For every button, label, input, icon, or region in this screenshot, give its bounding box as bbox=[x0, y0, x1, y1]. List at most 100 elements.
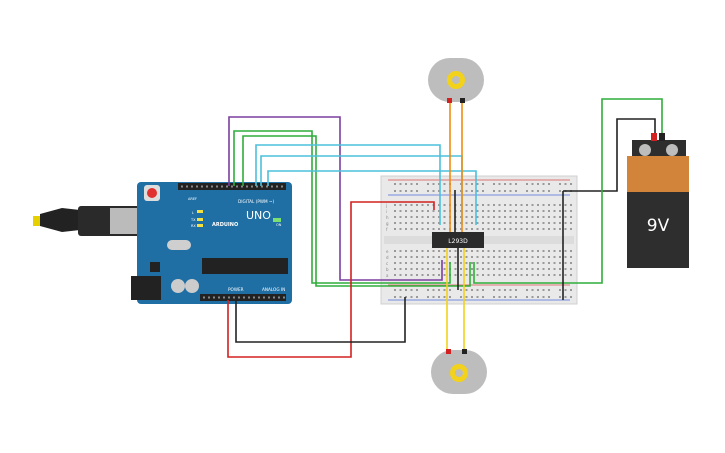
breadboard-hole[interactable] bbox=[432, 228, 435, 230]
breadboard-hole[interactable] bbox=[427, 204, 429, 206]
header-pin[interactable] bbox=[208, 296, 210, 299]
breadboard-hole[interactable] bbox=[531, 222, 534, 224]
breadboard-hole[interactable] bbox=[531, 228, 534, 230]
wire-red-5v[interactable] bbox=[227, 201, 435, 358]
breadboard-hole[interactable] bbox=[520, 274, 523, 276]
breadboard-hole[interactable] bbox=[476, 183, 479, 185]
breadboard-hole[interactable] bbox=[564, 262, 567, 264]
breadboard-hole[interactable] bbox=[509, 204, 512, 206]
breadboard-hole[interactable] bbox=[438, 262, 440, 264]
breadboard-hole[interactable] bbox=[548, 256, 550, 258]
breadboard-hole[interactable] bbox=[526, 190, 528, 192]
breadboard-hole[interactable] bbox=[493, 190, 495, 192]
header-pin[interactable] bbox=[196, 185, 198, 188]
breadboard-hole[interactable] bbox=[476, 204, 479, 206]
header-pin[interactable] bbox=[271, 185, 273, 188]
breadboard-hole[interactable] bbox=[548, 274, 550, 276]
breadboard-hole[interactable] bbox=[405, 250, 407, 252]
header-pin[interactable] bbox=[268, 296, 270, 299]
breadboard-hole[interactable] bbox=[460, 256, 462, 258]
breadboard-hole[interactable] bbox=[465, 222, 468, 224]
breadboard-hole[interactable] bbox=[427, 222, 429, 224]
breadboard-hole[interactable] bbox=[405, 183, 407, 185]
breadboard-hole[interactable] bbox=[476, 274, 479, 276]
breadboard-hole[interactable] bbox=[498, 250, 501, 252]
breadboard-hole[interactable] bbox=[504, 183, 506, 185]
breadboard-hole[interactable] bbox=[487, 274, 490, 276]
header-pin[interactable] bbox=[243, 296, 245, 299]
breadboard-hole[interactable] bbox=[493, 183, 495, 185]
breadboard-hole[interactable] bbox=[548, 262, 550, 264]
breadboard-hole[interactable] bbox=[487, 216, 490, 218]
breadboard-hole[interactable] bbox=[537, 190, 539, 192]
breadboard-hole[interactable] bbox=[454, 262, 457, 264]
breadboard-hole[interactable] bbox=[564, 296, 567, 298]
breadboard-hole[interactable] bbox=[493, 204, 495, 206]
breadboard-hole[interactable] bbox=[537, 296, 539, 298]
breadboard-hole[interactable] bbox=[460, 204, 462, 206]
breadboard-hole[interactable] bbox=[509, 190, 512, 192]
breadboard-hole[interactable] bbox=[564, 222, 567, 224]
header-pin[interactable] bbox=[233, 296, 235, 299]
breadboard-hole[interactable] bbox=[570, 256, 572, 258]
breadboard-hole[interactable] bbox=[504, 228, 506, 230]
breadboard-hole[interactable] bbox=[427, 228, 429, 230]
breadboard-hole[interactable] bbox=[399, 228, 402, 230]
breadboard-hole[interactable] bbox=[471, 289, 473, 291]
breadboard-hole[interactable] bbox=[570, 228, 572, 230]
breadboard-hole[interactable] bbox=[531, 183, 534, 185]
breadboard-hole[interactable] bbox=[548, 222, 550, 224]
breadboard-hole[interactable] bbox=[465, 296, 468, 298]
breadboard-hole[interactable] bbox=[559, 296, 561, 298]
breadboard-hole[interactable] bbox=[443, 183, 446, 185]
breadboard-hole[interactable] bbox=[410, 183, 413, 185]
breadboard-hole[interactable] bbox=[509, 228, 512, 230]
breadboard-hole[interactable] bbox=[471, 222, 473, 224]
breadboard-hole[interactable] bbox=[432, 262, 435, 264]
breadboard-hole[interactable] bbox=[504, 256, 506, 258]
breadboard-hole[interactable] bbox=[570, 250, 572, 252]
breadboard-hole[interactable] bbox=[515, 190, 517, 192]
breadboard-hole[interactable] bbox=[498, 289, 501, 291]
breadboard-hole[interactable] bbox=[465, 289, 468, 291]
breadboard-hole[interactable] bbox=[410, 228, 413, 230]
breadboard-hole[interactable] bbox=[515, 204, 517, 206]
breadboard-hole[interactable] bbox=[504, 222, 506, 224]
breadboard-hole[interactable] bbox=[416, 204, 418, 206]
breadboard-hole[interactable] bbox=[487, 228, 490, 230]
breadboard-hole[interactable] bbox=[471, 216, 473, 218]
breadboard-hole[interactable] bbox=[394, 296, 396, 298]
breadboard-hole[interactable] bbox=[520, 256, 523, 258]
breadboard-hole[interactable] bbox=[493, 268, 495, 270]
breadboard-hole[interactable] bbox=[537, 183, 539, 185]
breadboard-hole[interactable] bbox=[410, 250, 413, 252]
breadboard-hole[interactable] bbox=[564, 256, 567, 258]
breadboard-hole[interactable] bbox=[432, 210, 435, 212]
breadboard-hole[interactable] bbox=[520, 250, 523, 252]
breadboard-hole[interactable] bbox=[421, 268, 424, 270]
breadboard-hole[interactable] bbox=[438, 222, 440, 224]
breadboard-hole[interactable] bbox=[487, 222, 490, 224]
breadboard-hole[interactable] bbox=[394, 216, 396, 218]
breadboard-hole[interactable] bbox=[405, 289, 407, 291]
breadboard-hole[interactable] bbox=[394, 250, 396, 252]
breadboard-hole[interactable] bbox=[405, 210, 407, 212]
breadboard-hole[interactable] bbox=[438, 204, 440, 206]
breadboard-hole[interactable] bbox=[515, 262, 517, 264]
header-pin[interactable] bbox=[181, 185, 183, 188]
breadboard-hole[interactable] bbox=[493, 222, 495, 224]
breadboard-hole[interactable] bbox=[542, 262, 545, 264]
breadboard-hole[interactable] bbox=[542, 183, 545, 185]
breadboard-hole[interactable] bbox=[460, 268, 462, 270]
breadboard-hole[interactable] bbox=[482, 256, 484, 258]
breadboard-hole[interactable] bbox=[498, 222, 501, 224]
breadboard-hole[interactable] bbox=[570, 268, 572, 270]
breadboard-hole[interactable] bbox=[531, 250, 534, 252]
breadboard-hole[interactable] bbox=[471, 190, 473, 192]
breadboard-hole[interactable] bbox=[399, 204, 402, 206]
breadboard-hole[interactable] bbox=[520, 222, 523, 224]
breadboard-hole[interactable] bbox=[487, 262, 490, 264]
breadboard-hole[interactable] bbox=[438, 256, 440, 258]
breadboard-hole[interactable] bbox=[405, 256, 407, 258]
breadboard-hole[interactable] bbox=[476, 296, 479, 298]
